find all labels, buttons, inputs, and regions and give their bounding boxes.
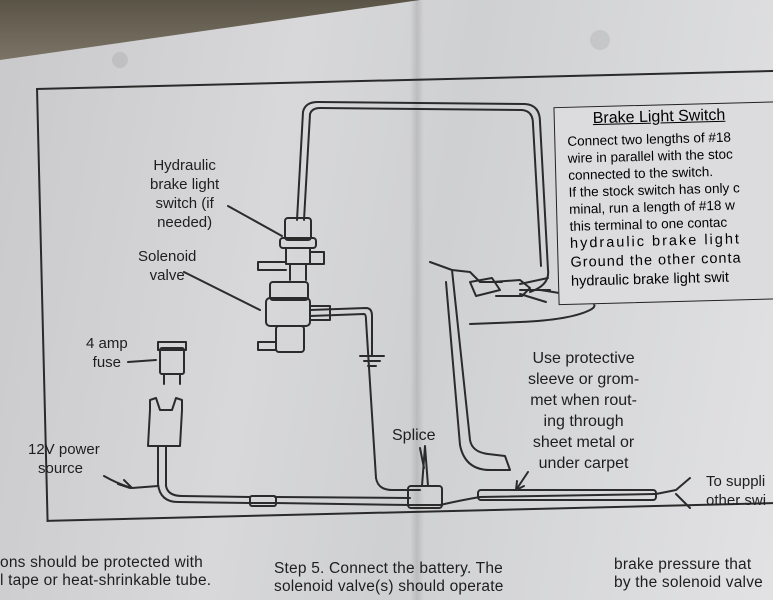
label-to-supplies: To suppli other swi — [706, 473, 767, 509]
fuse-body — [159, 347, 185, 375]
label-solenoid-valve: Solenoid valve — [138, 248, 197, 284]
box-line: hydraulic brake light swit — [570, 269, 730, 290]
splice-connector — [407, 485, 443, 509]
box-line: Ground the other conta — [570, 250, 742, 271]
footer-col2: Step 5. Connect the battery. The solenoi… — [274, 560, 504, 595]
inline-connector — [249, 495, 277, 507]
footer-col3: brake pressure that by the solenoid valv… — [614, 556, 763, 591]
brake-light-switch-box: Brake Light Switch Connect two lengths o… — [553, 100, 773, 306]
brake-pedal-arm — [429, 261, 511, 471]
label-power-source: 12V power source — [28, 441, 100, 477]
fuse-holder — [147, 397, 183, 447]
label-fuse: 4 amp fuse — [86, 335, 128, 371]
ground-symbol — [359, 351, 385, 367]
switch-wire-top-inner — [303, 107, 542, 267]
switch-wire-top — [296, 101, 550, 293]
brake-light-switch-title: Brake Light Switch — [592, 106, 726, 128]
label-splice: Splice — [392, 427, 436, 444]
solenoid-valve-body — [265, 297, 311, 327]
hydraulic-switch-body — [284, 217, 312, 241]
protective-sleeve — [477, 489, 657, 501]
footer-col1: ons should be protected with l tape or h… — [0, 554, 212, 589]
main-wire — [375, 477, 421, 491]
label-protective-sleeve: Use protective sleeve or grom- met when … — [528, 350, 640, 472]
box-line: hydraulic brake light — [569, 231, 742, 252]
label-hydraulic-switch: Hydraulic brake light switch (if needed) — [150, 157, 220, 231]
